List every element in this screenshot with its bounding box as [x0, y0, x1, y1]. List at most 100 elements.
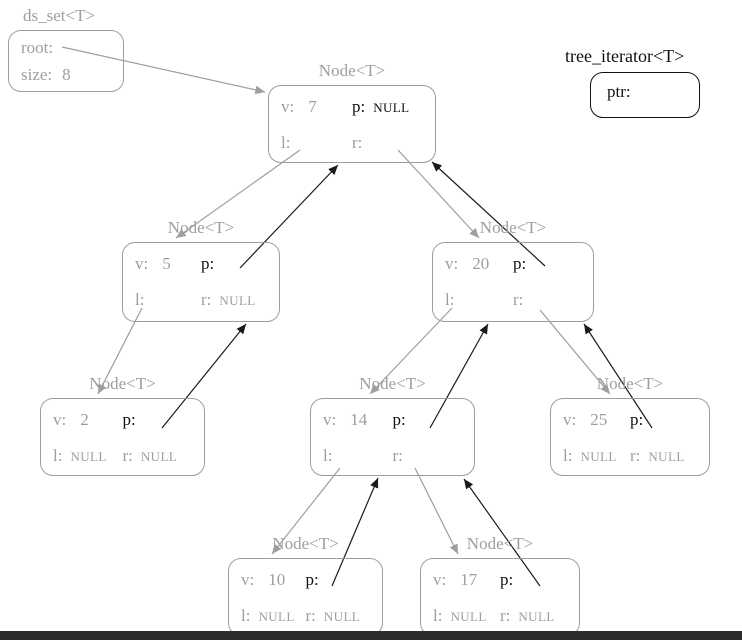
- field-v-value: 14: [350, 410, 368, 429]
- field-l-label: l:: [53, 446, 63, 465]
- field-r-label: r:: [305, 606, 316, 625]
- node-type-label: Node<T>: [359, 374, 426, 393]
- node-fields-row: l: NULL r: NULL: [41, 446, 204, 466]
- field-p-label: p:: [352, 97, 366, 116]
- field-l-label: l:: [281, 133, 291, 152]
- edge-node20-p-to-node7: [431, 161, 546, 267]
- field-p: p:: [393, 410, 463, 430]
- field-v-value: 20: [472, 254, 490, 273]
- field-v: v:5: [135, 254, 201, 274]
- field-l-value: NULL: [70, 449, 107, 464]
- node-fields-row: v:17 p:: [421, 570, 579, 590]
- window-bottom-edge: [0, 631, 742, 640]
- field-l: l:: [323, 446, 393, 466]
- field-p-label: p:: [513, 254, 527, 273]
- field-l: l:: [281, 133, 352, 153]
- field-p: p:: [201, 254, 267, 274]
- iterator-ptr-field: ptr:: [607, 82, 699, 102]
- field-r: r: NULL: [500, 606, 567, 626]
- node-fields-row: v:20 p:: [433, 254, 593, 274]
- field-v-value: 10: [268, 570, 286, 589]
- ptr-label: ptr:: [607, 82, 631, 101]
- field-p: p:: [500, 570, 567, 590]
- node-fields-row: v:10 p:: [229, 570, 382, 590]
- field-v-label: v:: [563, 410, 577, 429]
- edge-node14-l-to-node10: [271, 467, 341, 555]
- field-r: r:: [513, 290, 581, 310]
- field-p: p:NULL: [352, 97, 423, 117]
- edge-node20-l-to-node14: [369, 307, 453, 395]
- field-v: v: 14: [323, 410, 393, 430]
- field-v-label: v:: [281, 97, 295, 116]
- field-r-value: NULL: [648, 449, 685, 464]
- node-fields-row: v: 2 p:: [41, 410, 204, 430]
- field-l-label: l:: [135, 290, 145, 309]
- tree-iterator-box: tree_iterator<T> ptr:: [565, 46, 700, 118]
- node-fields-row: v:5 p:: [123, 254, 279, 274]
- field-p-label: p:: [305, 570, 319, 589]
- root-label: root:: [21, 38, 54, 57]
- field-r: r: NULL: [306, 606, 371, 626]
- edge-node10-p-to-node14: [331, 477, 379, 587]
- field-v: v: 2: [53, 410, 123, 430]
- node-box-25: Node<T> v:25 p: l:NULL r:NULL: [550, 374, 710, 476]
- field-l-value: NULL: [450, 609, 487, 624]
- field-p: p:: [306, 570, 371, 590]
- edge-node5-l-to-node2: [97, 307, 143, 395]
- field-v-label: v:: [323, 410, 337, 429]
- node-box-14: Node<T> v: 14 p: l: r:: [310, 374, 475, 476]
- field-v-value: 7: [308, 97, 317, 116]
- field-r-label: r:: [352, 133, 363, 152]
- field-l: l:: [445, 290, 513, 310]
- edge-node2-p-to-node5: [161, 323, 247, 429]
- field-l-label: l:: [433, 606, 443, 625]
- field-r-label: r:: [122, 446, 133, 465]
- field-p-label: p:: [122, 410, 136, 429]
- field-r-value: NULL: [323, 609, 361, 624]
- field-v: v: 7: [281, 97, 352, 117]
- field-v: v:25: [563, 410, 630, 430]
- field-v-label: v:: [53, 410, 67, 429]
- field-r-label: r:: [630, 446, 641, 465]
- field-l: l: NULL: [433, 606, 500, 626]
- field-r-label: r:: [500, 606, 511, 625]
- field-v: v:17: [433, 570, 500, 590]
- edge-node14-r-to-node17: [414, 467, 459, 555]
- field-r-label: r:: [513, 290, 524, 309]
- node-type-label: Node<T>: [272, 534, 339, 553]
- field-l: l:NULL: [241, 606, 306, 626]
- node-box-2: Node<T> v: 2 p: l: NULL r: NULL: [40, 374, 205, 476]
- field-v-value: 5: [162, 254, 171, 273]
- field-r: r: NULL: [630, 446, 697, 466]
- field-p: p:: [513, 254, 581, 274]
- field-v-value: 2: [80, 410, 89, 429]
- node-fields-row: l: r:: [311, 446, 474, 466]
- size-value: 8: [62, 65, 71, 84]
- node-fields-row: l: r:: [433, 290, 593, 310]
- field-r-value: NULL: [518, 609, 555, 624]
- field-p-label: p:: [392, 410, 406, 429]
- field-p-label: p:: [630, 410, 644, 429]
- field-r-label: r:: [201, 290, 212, 309]
- node-type-label: Node<T>: [318, 61, 386, 80]
- node-fields-row: l:NULL r: NULL: [551, 446, 709, 466]
- edge-node20-r-to-node25: [539, 309, 611, 395]
- field-l: l:NULL: [563, 446, 630, 466]
- field-v: v:10: [241, 570, 306, 590]
- ds-set-size-field: size: 8: [21, 65, 123, 85]
- field-r-value: NULL: [140, 449, 178, 464]
- field-l: l:: [135, 290, 201, 310]
- node-type-label: Node<T>: [479, 218, 547, 237]
- field-r: r:: [352, 133, 423, 153]
- node-type-label: Node<T>: [167, 218, 235, 237]
- field-p: p:: [123, 410, 193, 430]
- field-l-value: NULL: [580, 449, 617, 464]
- field-p-label: p:: [201, 254, 215, 273]
- node-type-label: Node<T>: [89, 374, 156, 393]
- edge-node5-p-to-node7: [239, 164, 339, 269]
- node-box-20: Node<T> v:20 p: l: r:: [432, 218, 594, 322]
- node-fields-row: l:NULL r: NULL: [229, 606, 382, 626]
- field-p: p:: [630, 410, 697, 430]
- size-label: size:: [21, 65, 53, 84]
- edge-node7-r-to-node20: [397, 149, 480, 239]
